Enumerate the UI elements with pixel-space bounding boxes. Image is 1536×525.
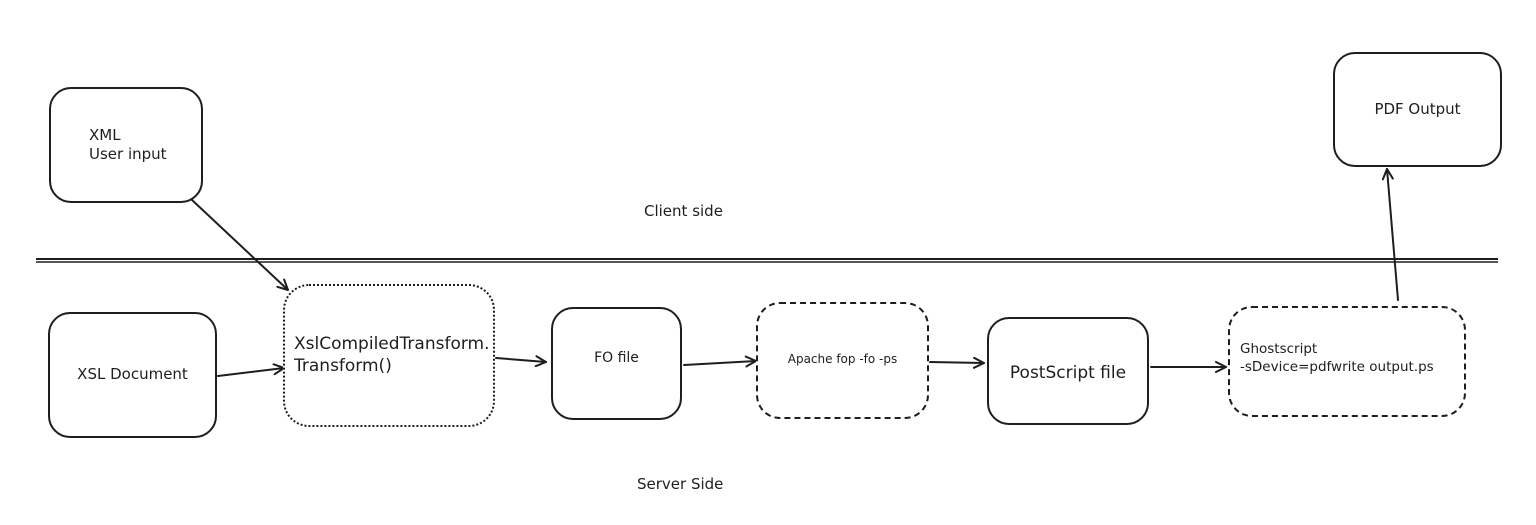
- client-side-label: Client side: [644, 202, 723, 220]
- ghostscript-node: Ghostscript -sDevice=pdfwrite output.ps: [1228, 306, 1466, 417]
- arrow-transform-to-fo: [495, 355, 547, 368]
- apache-fop-node: Apache fop -fo -ps: [756, 302, 929, 419]
- ghostscript-label: Ghostscript -sDevice=pdfwrite output.ps: [1240, 340, 1434, 375]
- client-server-divider: [36, 258, 1498, 263]
- arrow-xml-to-transform: [191, 199, 289, 291]
- transform-label: XslCompiledTransform. Transform(): [294, 334, 490, 376]
- arrow-fo-to-apache: [683, 355, 757, 368]
- arrow-ghostscript-to-pdf: [1381, 168, 1399, 301]
- fo-file-node: FO file: [551, 307, 682, 420]
- transform-node: XslCompiledTransform. Transform(): [283, 284, 495, 427]
- postscript-file-node: PostScript file: [987, 317, 1149, 425]
- fo-file-label: FO file: [594, 350, 639, 367]
- arrow-apache-to-postscript: [929, 356, 985, 369]
- xml-user-input-label: XML User input: [89, 125, 167, 164]
- pdf-output-label: PDF Output: [1374, 99, 1461, 118]
- apache-fop-label: Apache fop -fo -ps: [787, 351, 898, 366]
- pdf-output-node: PDF Output: [1333, 52, 1502, 167]
- xsl-document-node: XSL Document: [48, 312, 217, 438]
- server-side-label: Server Side: [637, 475, 724, 493]
- arrow-xsl-to-transform: [217, 363, 285, 377]
- xml-user-input-node: XML User input: [49, 87, 203, 203]
- xsl-document-label: XSL Document: [77, 365, 188, 384]
- postscript-file-label: PostScript file: [1009, 362, 1127, 383]
